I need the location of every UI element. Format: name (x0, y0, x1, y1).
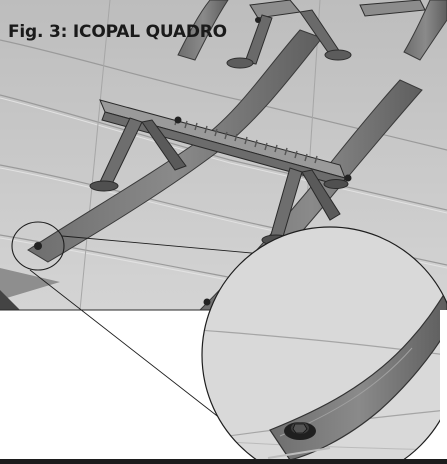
roof-eave (0, 268, 60, 300)
walkway-bracket (89, 99, 349, 246)
figure-caption: Fig. 3: ICOPAL QUADRO (8, 22, 227, 42)
screw-icon (34, 17, 352, 306)
bottom-rule (0, 459, 447, 464)
roof-scene (0, 0, 447, 310)
roof-bracket-icon (226, 0, 426, 69)
magnifier-source-circle (11, 221, 65, 271)
magnifier-detail-icon (201, 226, 447, 464)
